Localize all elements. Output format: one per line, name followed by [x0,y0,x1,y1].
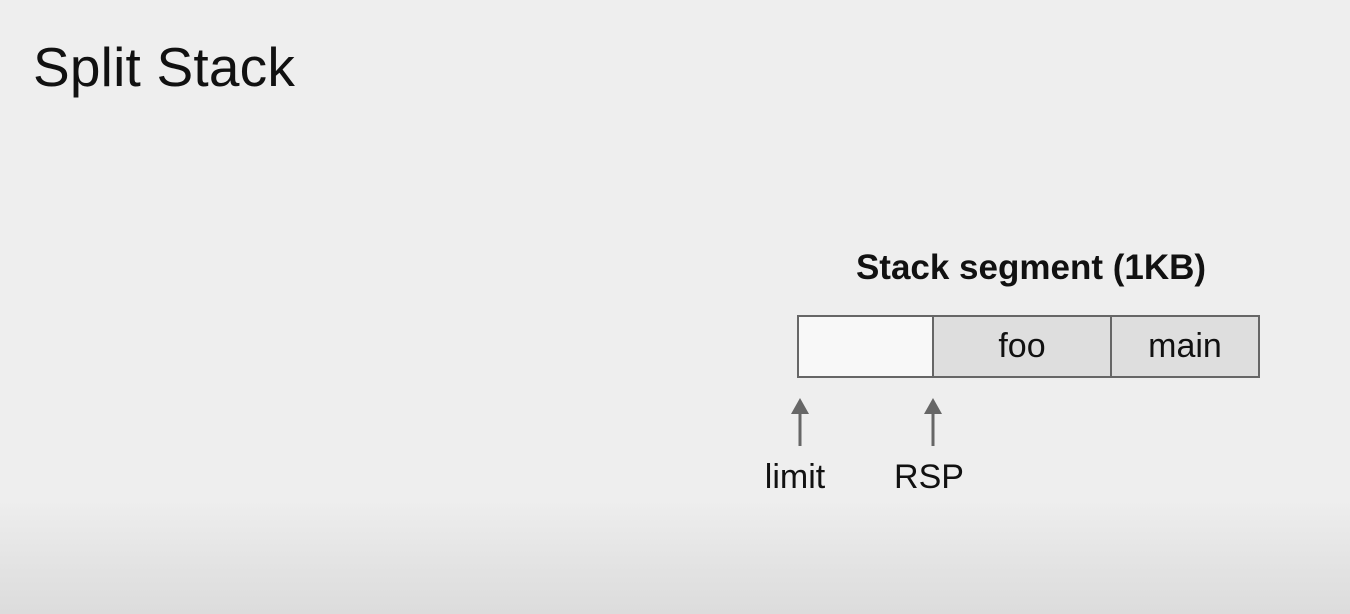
rsp-label: RSP [894,458,964,496]
stack-frame-foo: foo [932,317,1110,376]
stack-free-space [799,317,932,376]
rsp-arrow-icon [924,398,942,446]
stack-segment: foo main [797,315,1260,378]
limit-arrow-icon [791,398,809,446]
stack-segment-title: Stack segment (1KB) [855,248,1207,287]
stack-frame-main: main [1110,317,1258,376]
slide-title: Split Stack [33,36,296,98]
limit-label: limit [764,458,826,496]
